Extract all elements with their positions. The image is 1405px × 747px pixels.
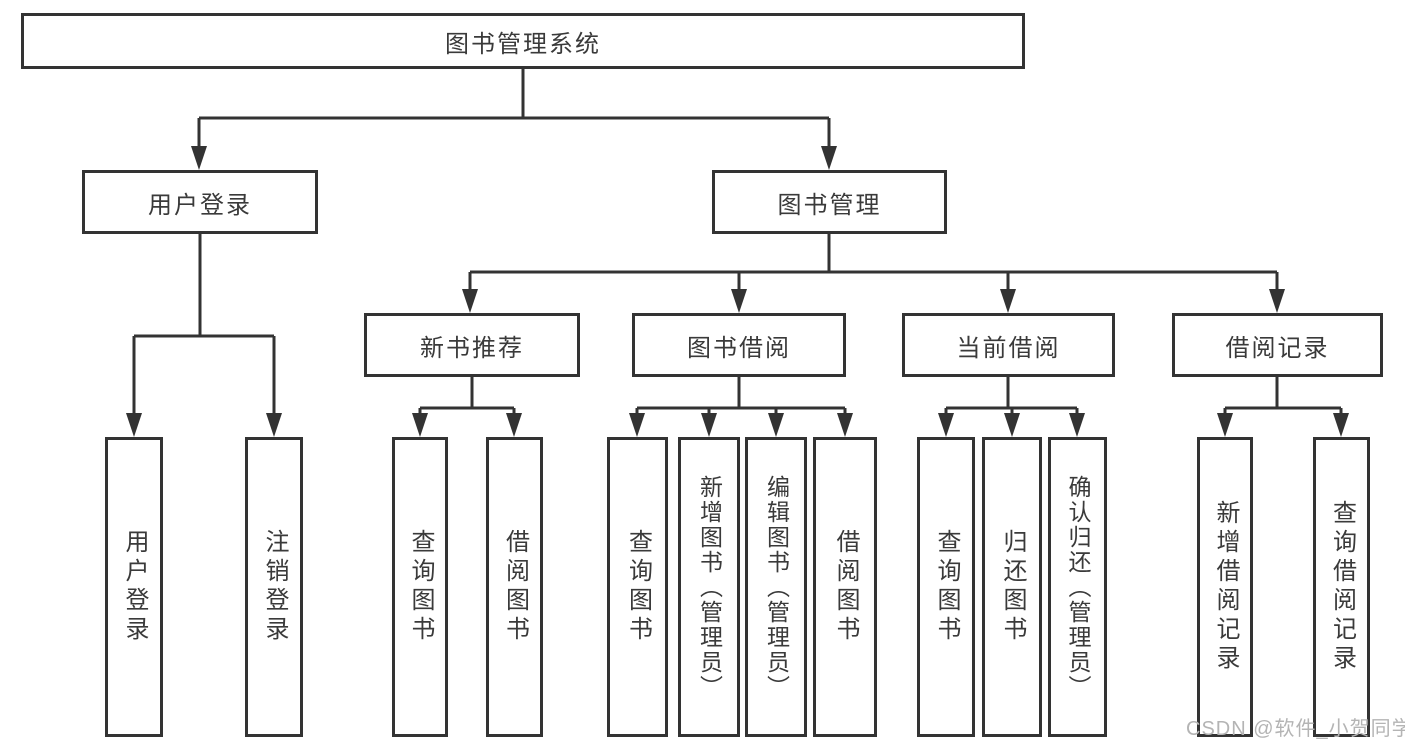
leaf-edit-book-admin: 编辑图书（管理员）: [745, 437, 807, 737]
leaf-query-book-recommend-label: 查询图书: [407, 529, 434, 645]
node-user-login: 用户登录: [82, 170, 318, 234]
node-root-system: 图书管理系统: [21, 13, 1025, 69]
leaf-query-book-borrow: 查询图书: [607, 437, 668, 737]
leaf-confirm-return-admin: 确认归还（管理员）: [1048, 437, 1107, 737]
leaf-logout-label: 注销登录: [261, 529, 288, 645]
leaf-add-book-admin-label: 新增图书（管理员）: [696, 474, 723, 700]
leaf-borrow-book-recommend-label: 借阅图书: [501, 529, 529, 645]
csdn-watermark: CSDN @软件_小贺同学: [1186, 718, 1405, 740]
node-borrow-record: 借阅记录: [1172, 313, 1383, 377]
leaf-query-book-current: 查询图书: [917, 437, 975, 737]
leaf-borrow-book-label: 借阅图书: [832, 529, 859, 645]
leaf-borrow-book: 借阅图书: [813, 437, 877, 737]
leaf-add-borrow-record-label: 新增借阅记录: [1212, 500, 1239, 674]
leaf-query-book-borrow-label: 查询图书: [624, 529, 652, 645]
leaf-edit-book-admin-label: 编辑图书（管理员）: [763, 474, 790, 700]
leaf-add-book-admin: 新增图书（管理员）: [678, 437, 740, 737]
leaf-confirm-return-admin-label: 确认归还（管理员）: [1065, 474, 1091, 700]
node-current-borrow: 当前借阅: [902, 313, 1115, 377]
arrowheads: [126, 146, 1349, 437]
node-book-management-label: 图书管理: [777, 191, 882, 219]
node-new-book-recommend-label: 新书推荐: [420, 334, 524, 362]
leaf-query-borrow-record-label: 查询借阅记录: [1328, 500, 1356, 674]
leaf-query-borrow-record: 查询借阅记录: [1313, 437, 1370, 737]
node-user-login-label: 用户登录: [148, 191, 252, 219]
node-root-system-label: 图书管理系统: [445, 30, 601, 58]
node-book-borrow-label: 图书借阅: [687, 334, 791, 362]
node-current-borrow-label: 当前借阅: [956, 334, 1061, 362]
leaf-add-borrow-record: 新增借阅记录: [1197, 437, 1253, 737]
leaf-query-book-current-label: 查询图书: [933, 529, 960, 645]
node-new-book-recommend: 新书推荐: [364, 313, 580, 377]
leaf-return-book-label: 归还图书: [999, 529, 1026, 645]
leaf-user-login-label: 用户登录: [121, 529, 148, 645]
leaf-query-book-recommend: 查询图书: [392, 437, 448, 737]
leaf-return-book: 归还图书: [982, 437, 1042, 737]
leaf-user-login: 用户登录: [105, 437, 163, 737]
leaf-borrow-book-recommend: 借阅图书: [486, 437, 543, 737]
node-book-management: 图书管理: [712, 170, 947, 234]
leaf-logout: 注销登录: [245, 437, 303, 737]
node-book-borrow: 图书借阅: [632, 313, 846, 377]
node-borrow-record-label: 借阅记录: [1225, 334, 1330, 362]
